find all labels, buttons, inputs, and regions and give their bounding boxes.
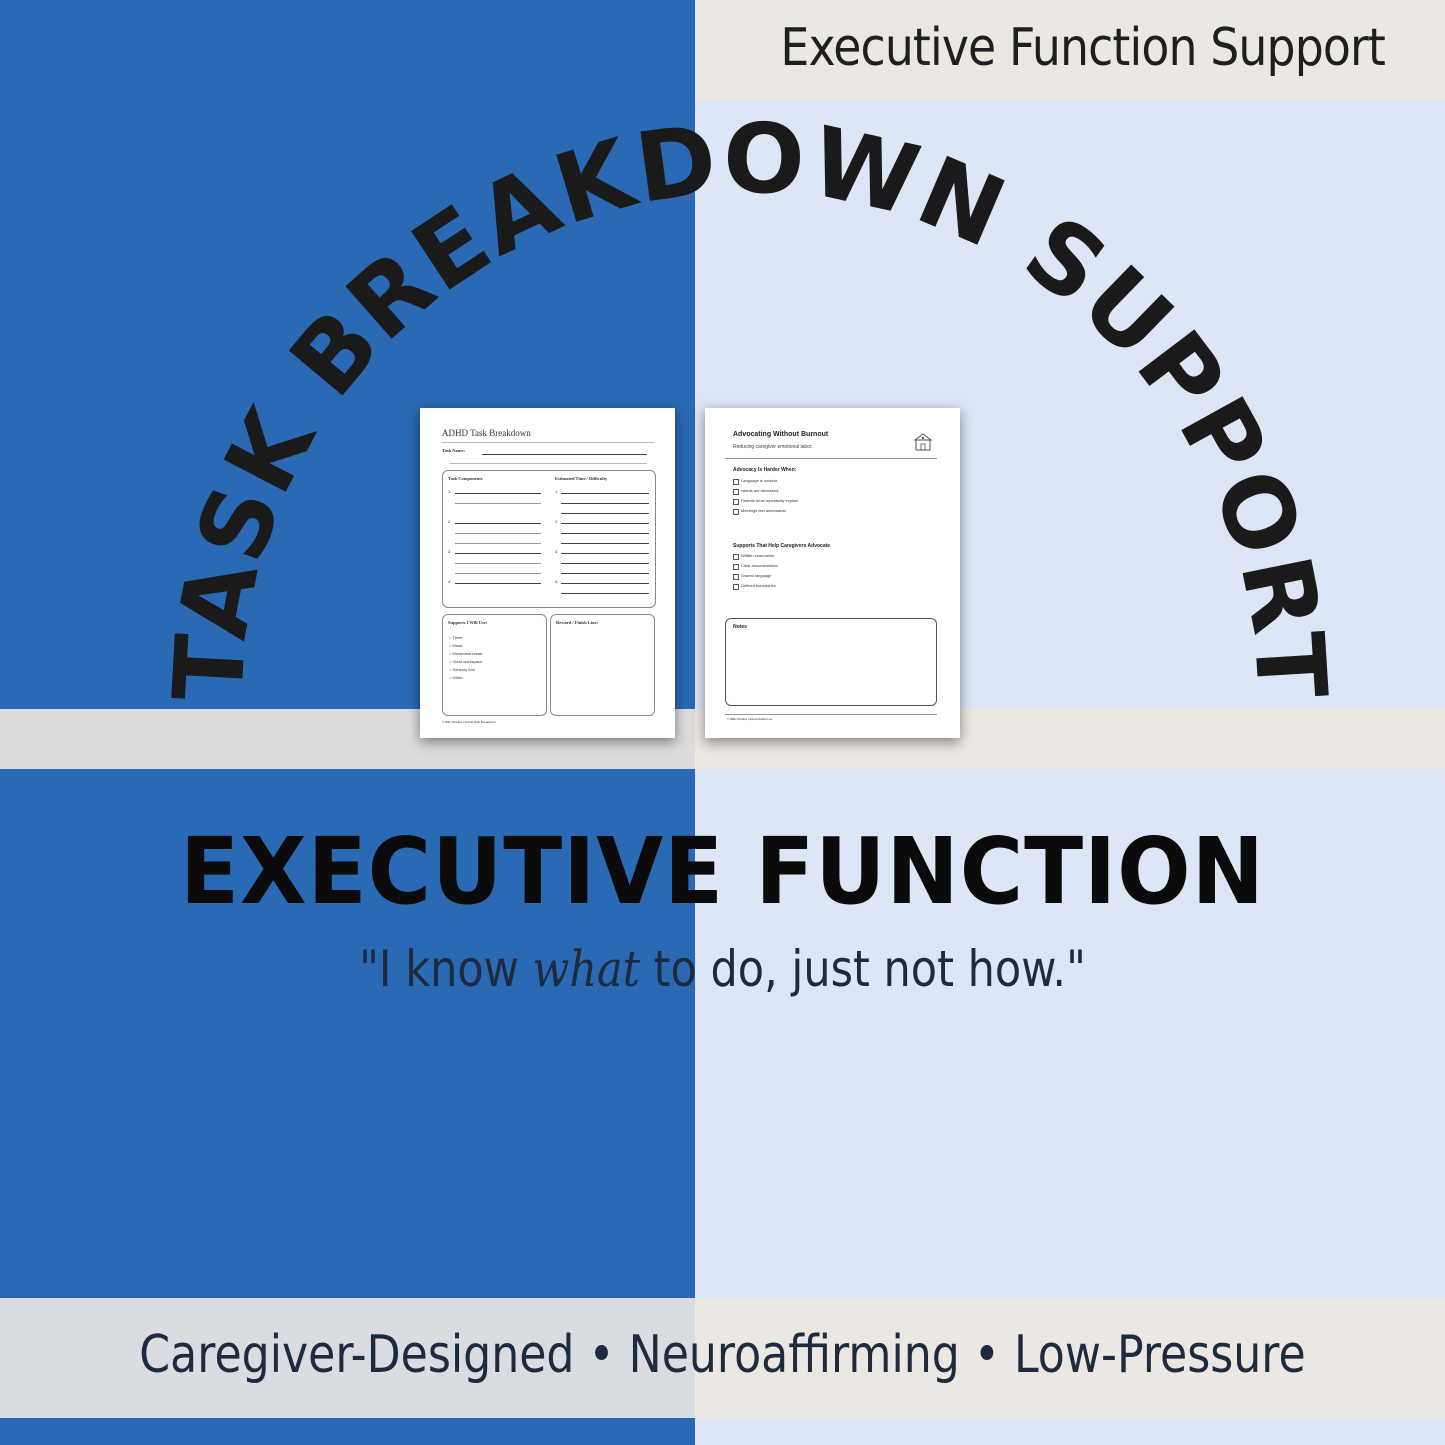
row-number: 1. xyxy=(555,489,559,494)
worksheet-footer: © NBH Studios | ADHD Task Breakdown xyxy=(442,720,496,724)
row-number: 4. xyxy=(448,579,452,584)
task-name-label: Task Name: xyxy=(442,448,465,453)
quote-emphasis: what xyxy=(532,940,640,998)
checkbox xyxy=(733,499,739,505)
col-left-header: Task Components xyxy=(448,476,483,481)
worksheet-title: Advocating Without Burnout xyxy=(733,431,829,438)
section2-item: Written summaries xyxy=(741,553,775,558)
divider xyxy=(442,442,654,443)
row-number: 3. xyxy=(448,549,452,554)
worksheet-subtitle: Reducing caregiver emotional labor. xyxy=(733,444,813,450)
worksheet-advocating: Advocating Without Burnout Reducing care… xyxy=(705,408,960,738)
checkbox xyxy=(733,584,739,590)
row-number: 3. xyxy=(555,549,559,554)
section1-item: Language is unclear xyxy=(741,478,778,483)
section1-item: Needs are dismissed xyxy=(741,488,779,493)
quote-start: "I know xyxy=(359,940,533,998)
answer-line xyxy=(455,563,541,564)
checkbox xyxy=(733,574,739,580)
answer-line xyxy=(561,513,649,514)
support-item-label: Timer xyxy=(452,635,463,640)
worksheet-task-breakdown: ADHD Task Breakdown Task Name: Task Comp… xyxy=(420,408,675,738)
supports-title: Supports I Will Use: xyxy=(448,620,488,625)
support-item: ○ Timer xyxy=(449,635,463,640)
answer-line xyxy=(561,493,649,494)
divider xyxy=(725,714,937,715)
support-item: ○ Movement break xyxy=(449,651,483,656)
support-item-label: Other: xyxy=(452,675,464,680)
checkbox xyxy=(733,479,739,485)
answer-line xyxy=(455,543,541,544)
support-item: ○ Sensory tool xyxy=(449,667,475,672)
answer-line xyxy=(455,533,541,534)
section2-item: Defined boundaries xyxy=(741,583,776,588)
section2-title: Supports That Help Caregivers Advocate xyxy=(733,543,831,549)
checkbox xyxy=(733,554,739,560)
task-name-line xyxy=(482,454,647,455)
section2-item: Shared language xyxy=(741,573,772,578)
notes-box: Notes xyxy=(725,618,937,706)
answer-line xyxy=(561,583,649,584)
worksheet-footer: © NBH Studios | Executivable.Lite xyxy=(727,717,773,721)
support-item: ○ Other: xyxy=(449,675,464,680)
support-item: ○ Music xyxy=(449,643,463,648)
answer-line xyxy=(561,503,649,504)
reward-title: Reward / Finish Line: xyxy=(556,620,599,625)
checkbox xyxy=(733,564,739,570)
answer-line xyxy=(455,573,541,574)
row-number: 1. xyxy=(448,489,452,494)
section1-title: Advocacy Is Harder When: xyxy=(733,467,797,473)
support-item-label: Clear workspace xyxy=(452,659,483,664)
row-number: 2. xyxy=(555,519,559,524)
answer-line xyxy=(455,583,541,584)
footer-tagline: Caregiver-Designed • Neuroaffirming • Lo… xyxy=(139,1325,1306,1385)
components-box: Task Components Estimated Time / Difficu… xyxy=(442,470,656,608)
section1-item: Parents must repeatedly explain xyxy=(741,498,799,503)
divider xyxy=(725,458,937,459)
quote: "I know what to do, just not how." xyxy=(101,940,1344,998)
support-item-label: Sensory tool xyxy=(452,667,475,672)
answer-line xyxy=(561,543,649,544)
checkbox xyxy=(733,489,739,495)
support-item-label: Movement break xyxy=(452,651,483,656)
notes-label: Notes xyxy=(733,624,747,630)
row-number: 2. xyxy=(448,519,452,524)
checkbox xyxy=(733,509,739,515)
footer-band-right xyxy=(695,1298,1445,1418)
answer-line xyxy=(455,553,541,554)
answer-line xyxy=(455,523,541,524)
main-title: EXECUTIVE FUNCTION xyxy=(180,818,1265,925)
answer-line xyxy=(455,493,541,494)
section2-item: Clear documentation xyxy=(741,563,778,568)
col-right-header: Estimated Time / Difficulty xyxy=(555,476,608,481)
support-item-label: Music xyxy=(452,643,463,648)
quote-end: to do, just not how." xyxy=(639,940,1086,998)
answer-line xyxy=(561,553,649,554)
row-number: 4. xyxy=(555,579,559,584)
section1-item: Meetings feel adversarial xyxy=(741,508,786,513)
worksheet-title: ADHD Task Breakdown xyxy=(442,428,531,438)
answer-line xyxy=(455,503,541,504)
school-building-icon xyxy=(913,433,933,451)
answer-line xyxy=(561,593,649,594)
reward-box: Reward / Finish Line: xyxy=(550,614,655,716)
answer-line xyxy=(561,533,649,534)
answer-line xyxy=(561,563,649,564)
support-item: ○ Clear workspace xyxy=(449,659,483,664)
answer-line xyxy=(561,523,649,524)
header-title: Executive Function Support xyxy=(780,18,1385,78)
task-name-line xyxy=(450,463,647,464)
supports-box: Supports I Will Use: ○ Timer ○ Music ○ M… xyxy=(442,614,547,716)
footer-band-left xyxy=(0,1298,695,1418)
answer-line xyxy=(561,573,649,574)
header-band xyxy=(695,0,1445,100)
